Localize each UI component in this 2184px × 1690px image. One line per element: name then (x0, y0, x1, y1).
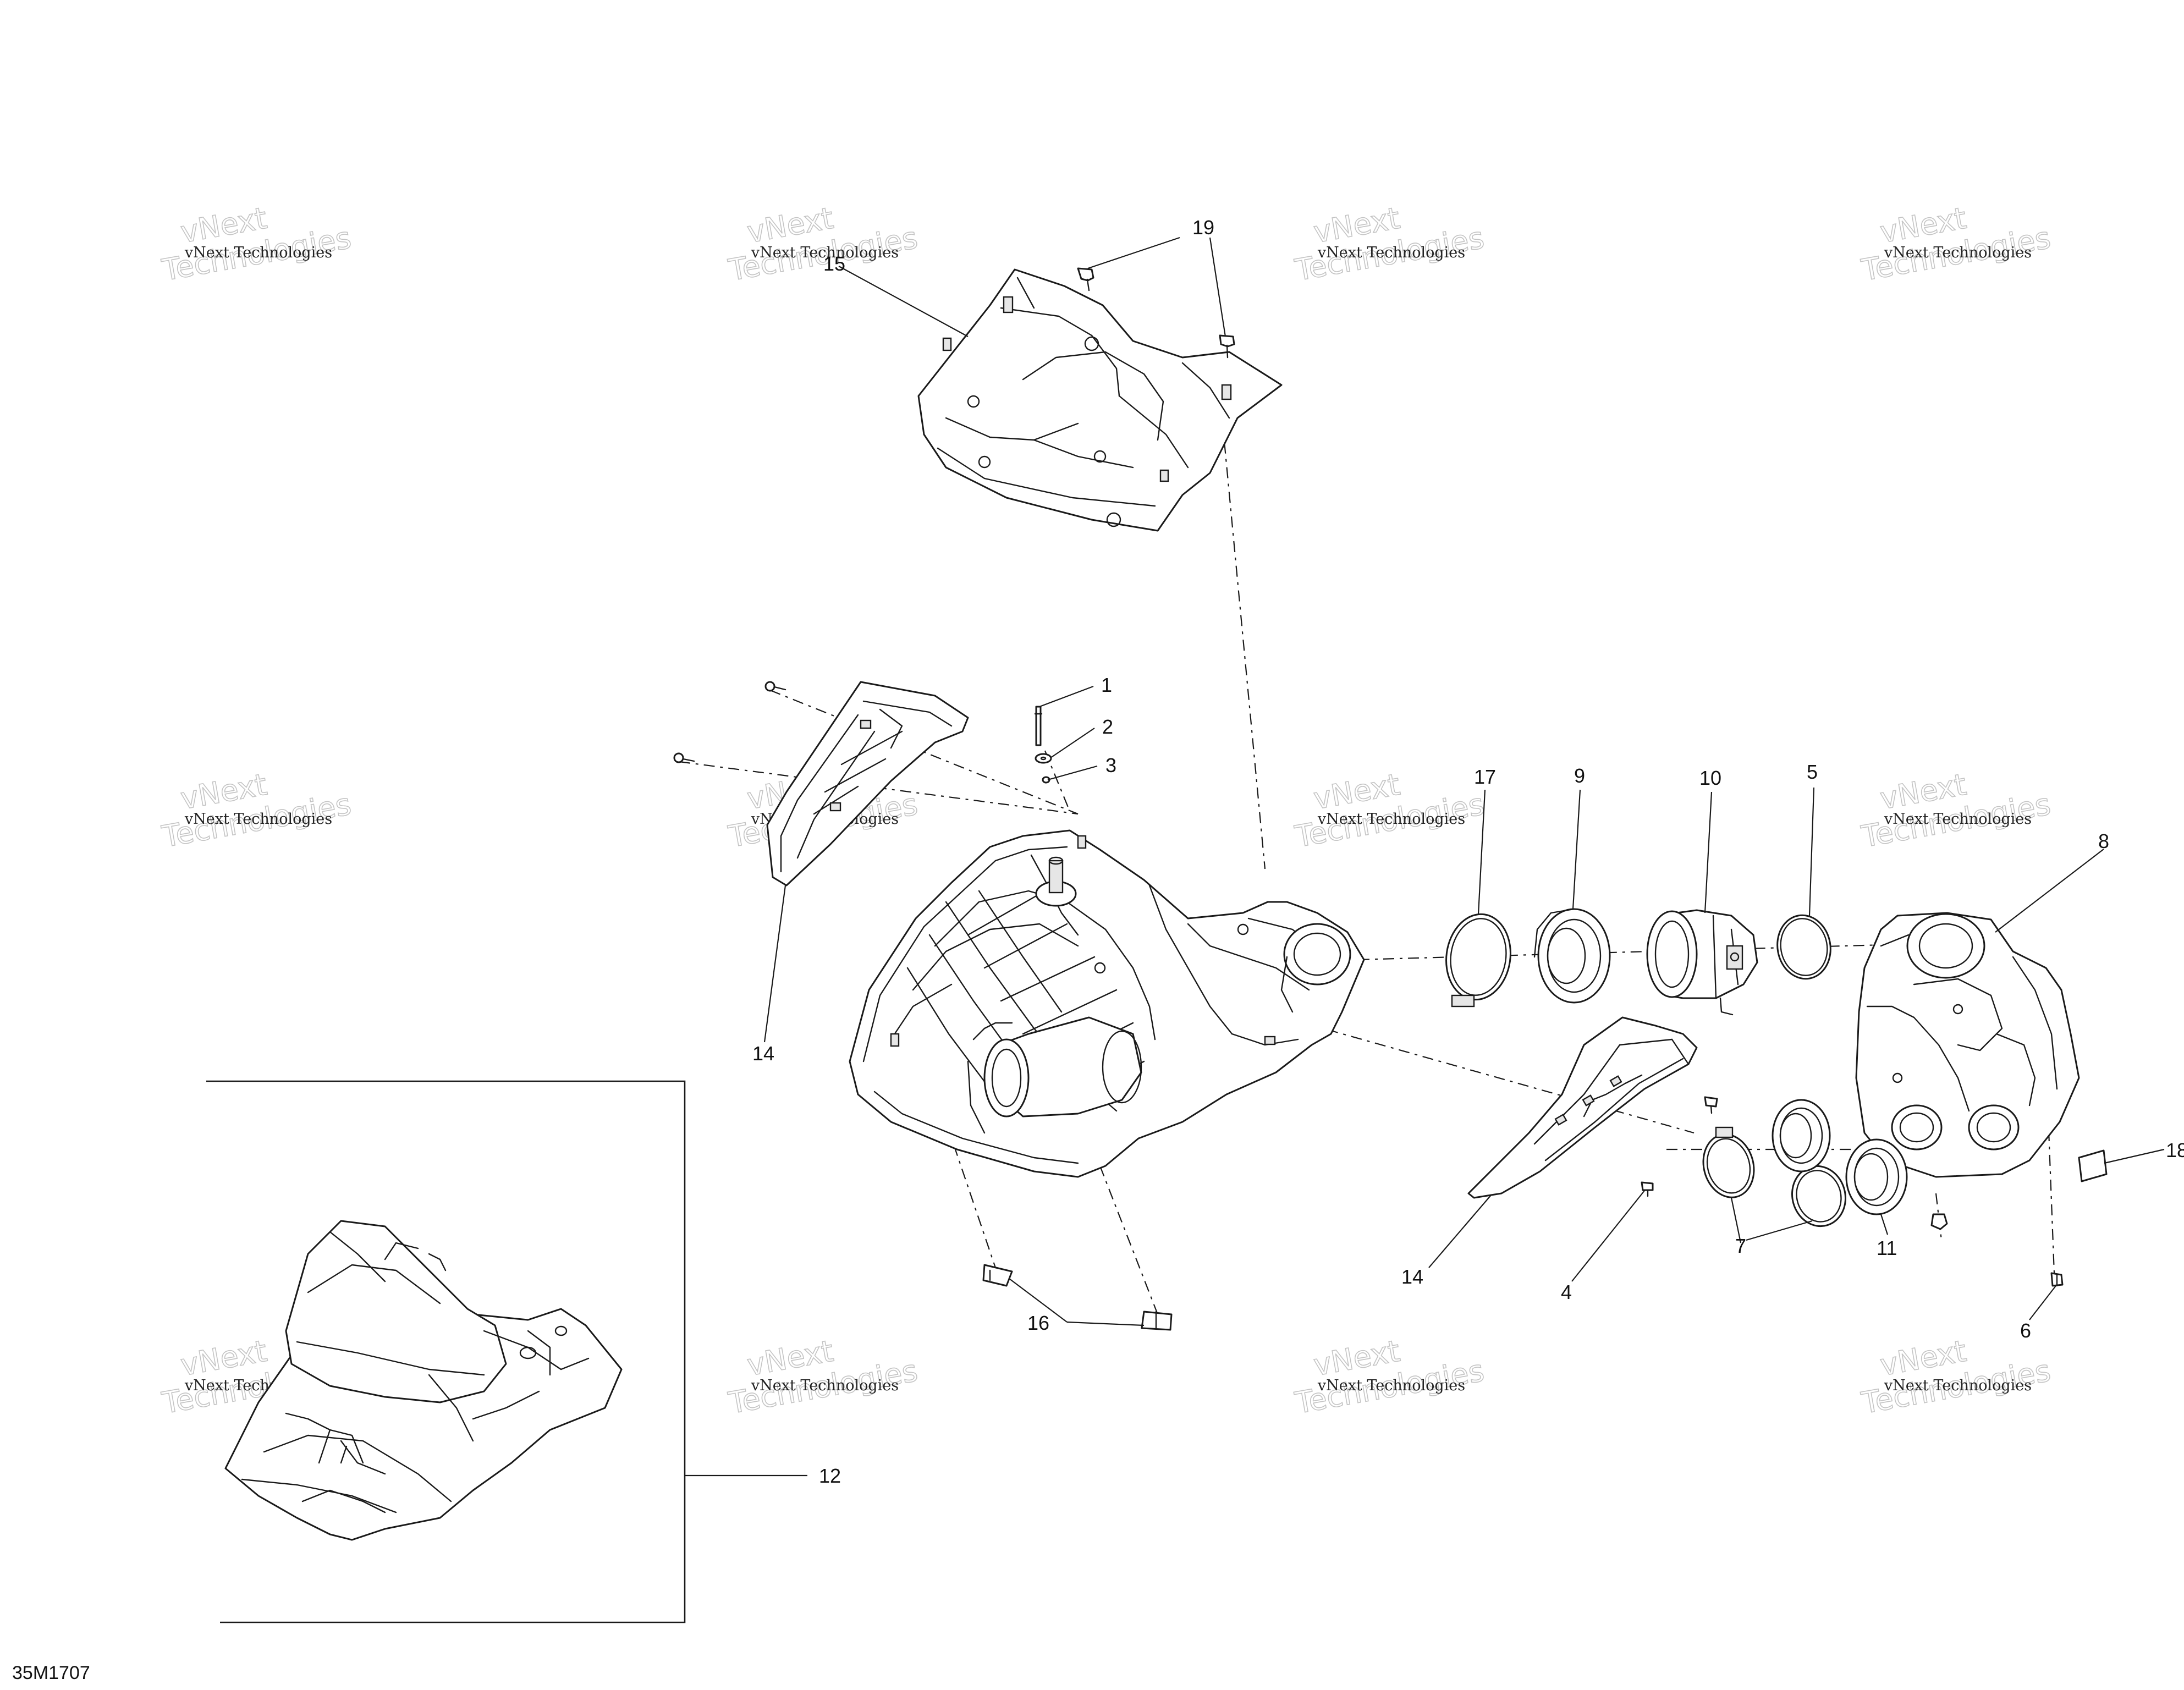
leader-14-left (763, 885, 786, 1043)
callout-4: 4 (1561, 1281, 1572, 1303)
screw-right-upper (1704, 1096, 1718, 1114)
callout-2: 2 (1102, 715, 1113, 738)
hose-clamp-7 (1702, 1126, 1755, 1198)
leader-17 (1477, 789, 1486, 915)
leader-19b (1209, 237, 1226, 337)
leader-5 (1808, 787, 1815, 916)
adapter-ring-upper (1772, 1099, 1831, 1172)
adapter-ring-9 (1533, 908, 1611, 1004)
watermark-caption: vNext Technologies (1317, 244, 1465, 261)
callout-19: 19 (1192, 216, 1214, 239)
leader-15 (838, 266, 969, 337)
leader-7a (1730, 1197, 1742, 1243)
watermark-caption: vNext Technologies (1884, 811, 2032, 828)
adapter-ring-11 (1845, 1138, 1908, 1215)
watermark-caption: vNext Technologies (751, 244, 899, 261)
watermark-caption: vNext Technologies (184, 811, 332, 828)
clip-16a (982, 1264, 1013, 1287)
intake-tube-10 (1646, 909, 1758, 1016)
leader-7b (1746, 1220, 1813, 1241)
leader-16b (1009, 1278, 1068, 1323)
leader-9 (1572, 789, 1581, 910)
callouts: 1 2 3 4 5 6 7 8 9 10 11 12 14 14 15 16 1… (752, 216, 2184, 1487)
o-ring-5 (1776, 914, 1831, 980)
watermark: vNext Technologies vNext Technologies (1858, 200, 2054, 288)
upper-cover (917, 268, 1283, 532)
leader-18 (2104, 1148, 2165, 1164)
fastener-6 (2050, 1272, 2064, 1287)
air-box (849, 829, 1365, 1178)
callout-14-right: 14 (1401, 1265, 1423, 1288)
assembly-line-nut (1935, 1193, 1943, 1241)
watermark-caption: vNext Technologies (1884, 1377, 2032, 1394)
hose-clamp-17 (1445, 913, 1511, 1008)
leader-6 (2029, 1285, 2056, 1320)
leader-3 (1047, 765, 1098, 781)
watermark: vNext Technologies vNext Technologies (159, 767, 354, 855)
callout-7: 7 (1735, 1235, 1746, 1257)
callout-3: 3 (1105, 754, 1116, 777)
callout-5: 5 (1807, 761, 1818, 783)
assembly-line-fastener-6 (2048, 1130, 2055, 1274)
bolt-left-lower (673, 752, 695, 763)
callout-6: 6 (2020, 1319, 2031, 1342)
callout-1: 1 (1101, 674, 1112, 696)
callout-15: 15 (823, 252, 845, 275)
watermark-caption: vNext Technologies (184, 244, 332, 261)
screw-4 (1641, 1181, 1654, 1197)
assembly-line-cover-to-box (1221, 417, 1266, 869)
watermark: vNext Technologies vNext Technologies (159, 200, 354, 288)
leader-4 (1571, 1190, 1645, 1282)
screw-19a (1077, 267, 1094, 291)
leader-8 (1995, 849, 2104, 933)
watermark: vNext Technologies vNext Technologies (725, 1333, 921, 1421)
washer-2 (1035, 753, 1052, 764)
nut-lower (1930, 1213, 1948, 1230)
callout-12: 12 (819, 1465, 841, 1487)
watermark-caption: vNext Technologies (1884, 244, 2032, 261)
assembly-line-bracket-right (1303, 1022, 1695, 1134)
callout-9: 9 (1574, 764, 1585, 787)
leader-1 (1039, 685, 1094, 708)
watermark: vNext Technologies vNext Technologies (1292, 1333, 1487, 1421)
leader-19a (1087, 236, 1180, 269)
callout-17: 17 (1474, 766, 1496, 788)
callout-11: 11 (1877, 1237, 1897, 1259)
inset-frame (206, 1080, 686, 1623)
leader-16a (1066, 1321, 1145, 1326)
watermark-caption: vNext Technologies (1317, 811, 1465, 828)
leader-lines (685, 236, 2165, 1477)
leader-2 (1050, 728, 1095, 758)
bolt-left-upper (764, 681, 786, 692)
leader-14-right (1428, 1194, 1492, 1268)
callout-18: 18 (2166, 1139, 2184, 1161)
assembly-line-clip-right (1099, 1165, 1159, 1315)
callout-16: 16 (1027, 1312, 1049, 1334)
leader-11 (1880, 1214, 1889, 1235)
assembly-inset (206, 1080, 686, 1623)
leader-10 (1704, 791, 1713, 913)
callout-8: 8 (2098, 830, 2109, 852)
watermark-caption: vNext Technologies (751, 1377, 899, 1394)
left-bracket (766, 681, 969, 887)
right-bracket (1467, 1016, 1698, 1199)
watermark: vNext Technologies vNext Technologies (1292, 767, 1487, 855)
watermark-caption: vNext Technologies (1317, 1377, 1465, 1394)
clip-16b (1141, 1311, 1173, 1331)
figure-id: 35M1707 (12, 1663, 90, 1683)
stud-1 (1034, 706, 1043, 746)
watermark: vNext Technologies vNext Technologies (1858, 1333, 2054, 1421)
watermark: vNext Technologies vNext Technologies (1858, 767, 2054, 855)
watermark: vNext Technologies vNext Technologies (1292, 200, 1487, 288)
label-18 (2078, 1149, 2108, 1182)
screw-19b (1219, 334, 1235, 359)
callout-14-left: 14 (752, 1042, 774, 1065)
callout-10: 10 (1699, 767, 1721, 789)
right-housing (1855, 912, 2080, 1178)
